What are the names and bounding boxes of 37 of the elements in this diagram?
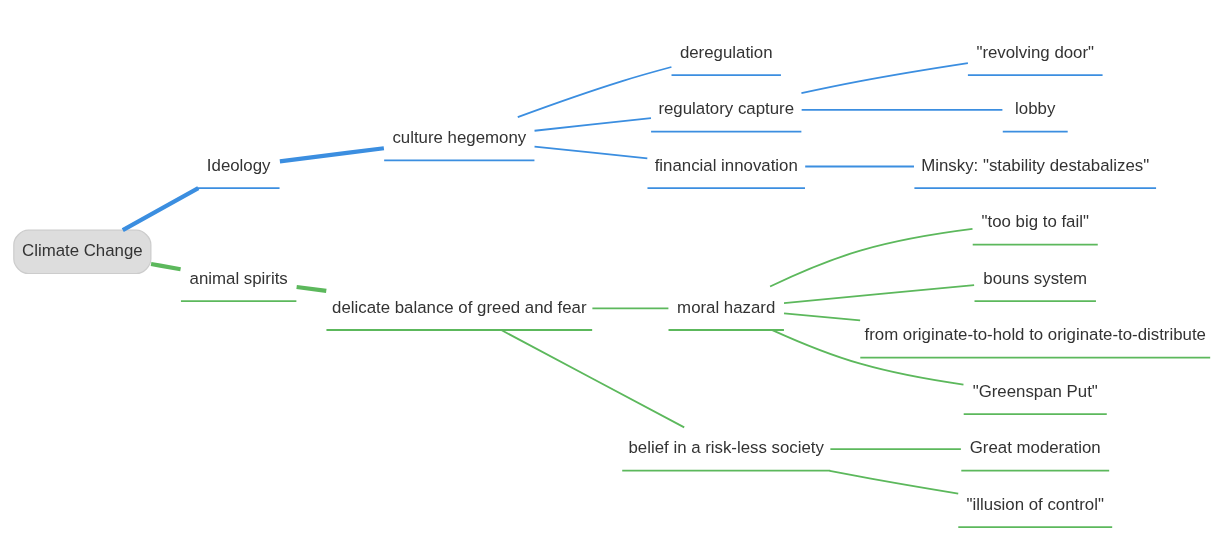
node-box: Climate Change [13,229,152,275]
connector [533,117,652,132]
node-text: "too big to fail" [981,212,1089,232]
connector [829,448,962,450]
connector [591,307,670,310]
node-text: lobby [1015,99,1056,119]
connector [121,186,200,232]
connector [516,66,673,119]
node-text: regulatory capture [658,99,795,119]
connector [500,329,686,429]
connector [769,228,974,288]
node-text: animal spirits [189,268,288,288]
node-text: "revolving door" [976,42,1095,62]
connector [279,146,385,164]
node-text: "illusion of control" [966,495,1104,514]
node-text: Great moderation [969,438,1101,458]
connector [804,165,915,168]
connector [783,312,862,322]
connector [150,261,181,272]
node-text: Minsky: "stability destabalizes" [921,155,1150,175]
node-text: from originate-to-hold to originate-to-distribute [864,325,1206,345]
connector [800,62,969,95]
node-text: delicate balance of greed and fear [332,297,587,317]
connector [800,109,1004,111]
node-text: bouns system [983,268,1088,288]
node-text: Ideology [206,155,271,175]
node-text: culture hegemony [392,128,527,148]
node-text: belief in a risk-less society [628,438,824,458]
connector [783,284,975,304]
node-text: moral hazard [677,297,776,317]
node-text: financial innovation [654,155,798,175]
node-text: deregulation [679,42,773,62]
connector [296,284,327,293]
node-text: "Greenspan Put" [972,381,1098,401]
connector [771,329,965,386]
connector [533,145,649,160]
connector [828,469,960,495]
